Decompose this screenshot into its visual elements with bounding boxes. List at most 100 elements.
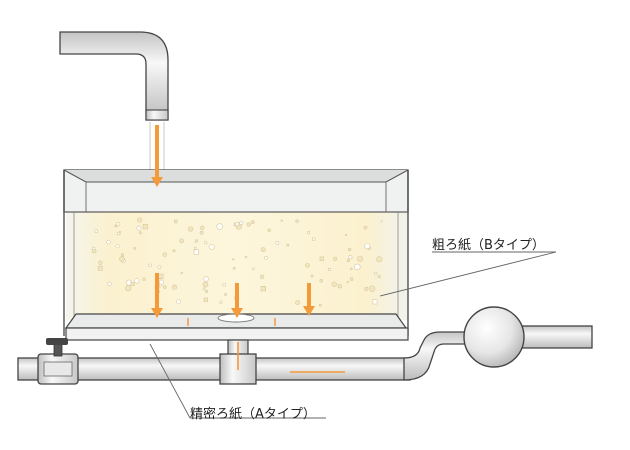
- particle: [208, 243, 215, 250]
- particle: [107, 281, 112, 286]
- particle: [307, 231, 311, 234]
- particle: [310, 274, 314, 278]
- particle: [350, 277, 354, 281]
- particle: [264, 255, 269, 260]
- particle: [187, 226, 194, 232]
- particle: [199, 230, 204, 235]
- particle: [176, 299, 182, 305]
- particle: [216, 223, 223, 230]
- particle: [119, 256, 125, 262]
- particle: [142, 224, 148, 230]
- particle: [136, 225, 142, 231]
- particle: [116, 222, 121, 227]
- particle: [244, 255, 248, 259]
- particle: [357, 255, 364, 262]
- particle: [232, 266, 236, 270]
- particle: [193, 247, 197, 250]
- particle: [224, 293, 227, 296]
- particle: [280, 219, 283, 222]
- particle: [267, 228, 271, 232]
- particle: [260, 247, 266, 253]
- particle: [222, 283, 226, 287]
- particle: [295, 300, 301, 306]
- particle: [157, 265, 162, 269]
- particle: [372, 299, 378, 305]
- particle: [180, 271, 184, 275]
- particle: [142, 277, 146, 281]
- particle: [380, 220, 383, 223]
- particle: [305, 263, 310, 268]
- particle: [347, 247, 352, 252]
- flow-arrow-head: [151, 308, 163, 318]
- flow-arrow-head: [303, 306, 315, 316]
- particle: [92, 246, 96, 250]
- particle: [235, 222, 240, 227]
- particle: [286, 243, 290, 247]
- particle: [232, 258, 235, 261]
- particle: [219, 300, 223, 304]
- particle: [345, 234, 348, 236]
- particle: [348, 255, 353, 260]
- particle: [193, 249, 200, 255]
- particle: [134, 278, 140, 284]
- particle: [118, 231, 121, 234]
- particle: [179, 238, 184, 244]
- particle: [333, 256, 338, 261]
- particle: [114, 224, 118, 228]
- particle: [319, 279, 323, 283]
- drain-pipe: [17, 331, 471, 381]
- particle: [116, 231, 121, 236]
- particle: [94, 229, 99, 233]
- particle: [363, 225, 368, 230]
- particle: [172, 249, 176, 253]
- particle: [125, 285, 132, 292]
- particle: [203, 297, 209, 302]
- flow-arrow-head: [151, 177, 163, 187]
- coarse-filter-label: 粗ろ紙（Bタイプ）: [432, 238, 545, 253]
- particle: [148, 263, 152, 268]
- particle: [174, 219, 178, 224]
- particle: [202, 281, 209, 288]
- particle: [295, 219, 299, 223]
- particle: [130, 281, 135, 286]
- coarse-filter-plate: [64, 313, 408, 329]
- particle: [138, 231, 142, 235]
- particle: [368, 285, 376, 292]
- particle: [251, 267, 255, 271]
- flow-arrow-head: [231, 308, 243, 318]
- particle: [115, 244, 120, 249]
- particle: [158, 273, 164, 279]
- particle: [200, 225, 205, 231]
- particle: [312, 237, 316, 241]
- particle: [318, 303, 322, 307]
- particle: [259, 274, 265, 280]
- particle: [377, 275, 381, 279]
- fine-filter-base: [65, 327, 409, 341]
- suspended-particles: [91, 217, 383, 307]
- particle: [159, 279, 165, 285]
- particle: [251, 220, 255, 224]
- particle: [346, 258, 351, 263]
- particle: [374, 271, 378, 276]
- particle: [328, 267, 331, 271]
- particle: [162, 252, 167, 257]
- particle: [364, 287, 369, 292]
- particle: [137, 217, 143, 223]
- drain-valve: [37, 338, 79, 385]
- particle: [260, 286, 266, 292]
- particle: [205, 289, 209, 293]
- leader-lines: [149, 251, 557, 419]
- particle: [239, 221, 244, 225]
- particle: [275, 241, 280, 245]
- outlet-ball-valve: [463, 306, 593, 368]
- particle: [376, 256, 383, 263]
- particle: [246, 222, 251, 227]
- fine-filter-label: 精密ろ紙（Aタイプ）: [190, 407, 316, 422]
- particle: [133, 246, 137, 250]
- particle: [204, 241, 208, 245]
- particle: [346, 280, 350, 284]
- particle: [194, 239, 198, 243]
- particle: [350, 267, 353, 271]
- particle: [203, 276, 209, 282]
